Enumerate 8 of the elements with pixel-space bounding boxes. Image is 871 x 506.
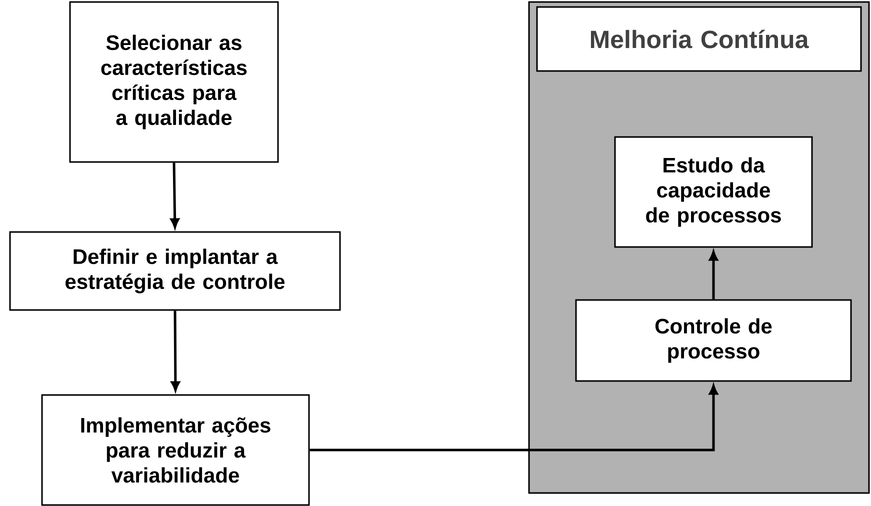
process-box: Selecionar as características críticas para a qualidade [69,1,279,163]
arrow [170,162,180,228]
process-box: Definir e implantar a estratégia de controle [9,231,341,311]
process-box: Estudo da capacidade de processos [614,136,813,248]
process-box: Controle de processo [575,299,852,382]
arrow [709,251,718,300]
arrow [310,385,718,452]
process-box: Implementar ações para reduzir a variabilidade [41,394,310,506]
